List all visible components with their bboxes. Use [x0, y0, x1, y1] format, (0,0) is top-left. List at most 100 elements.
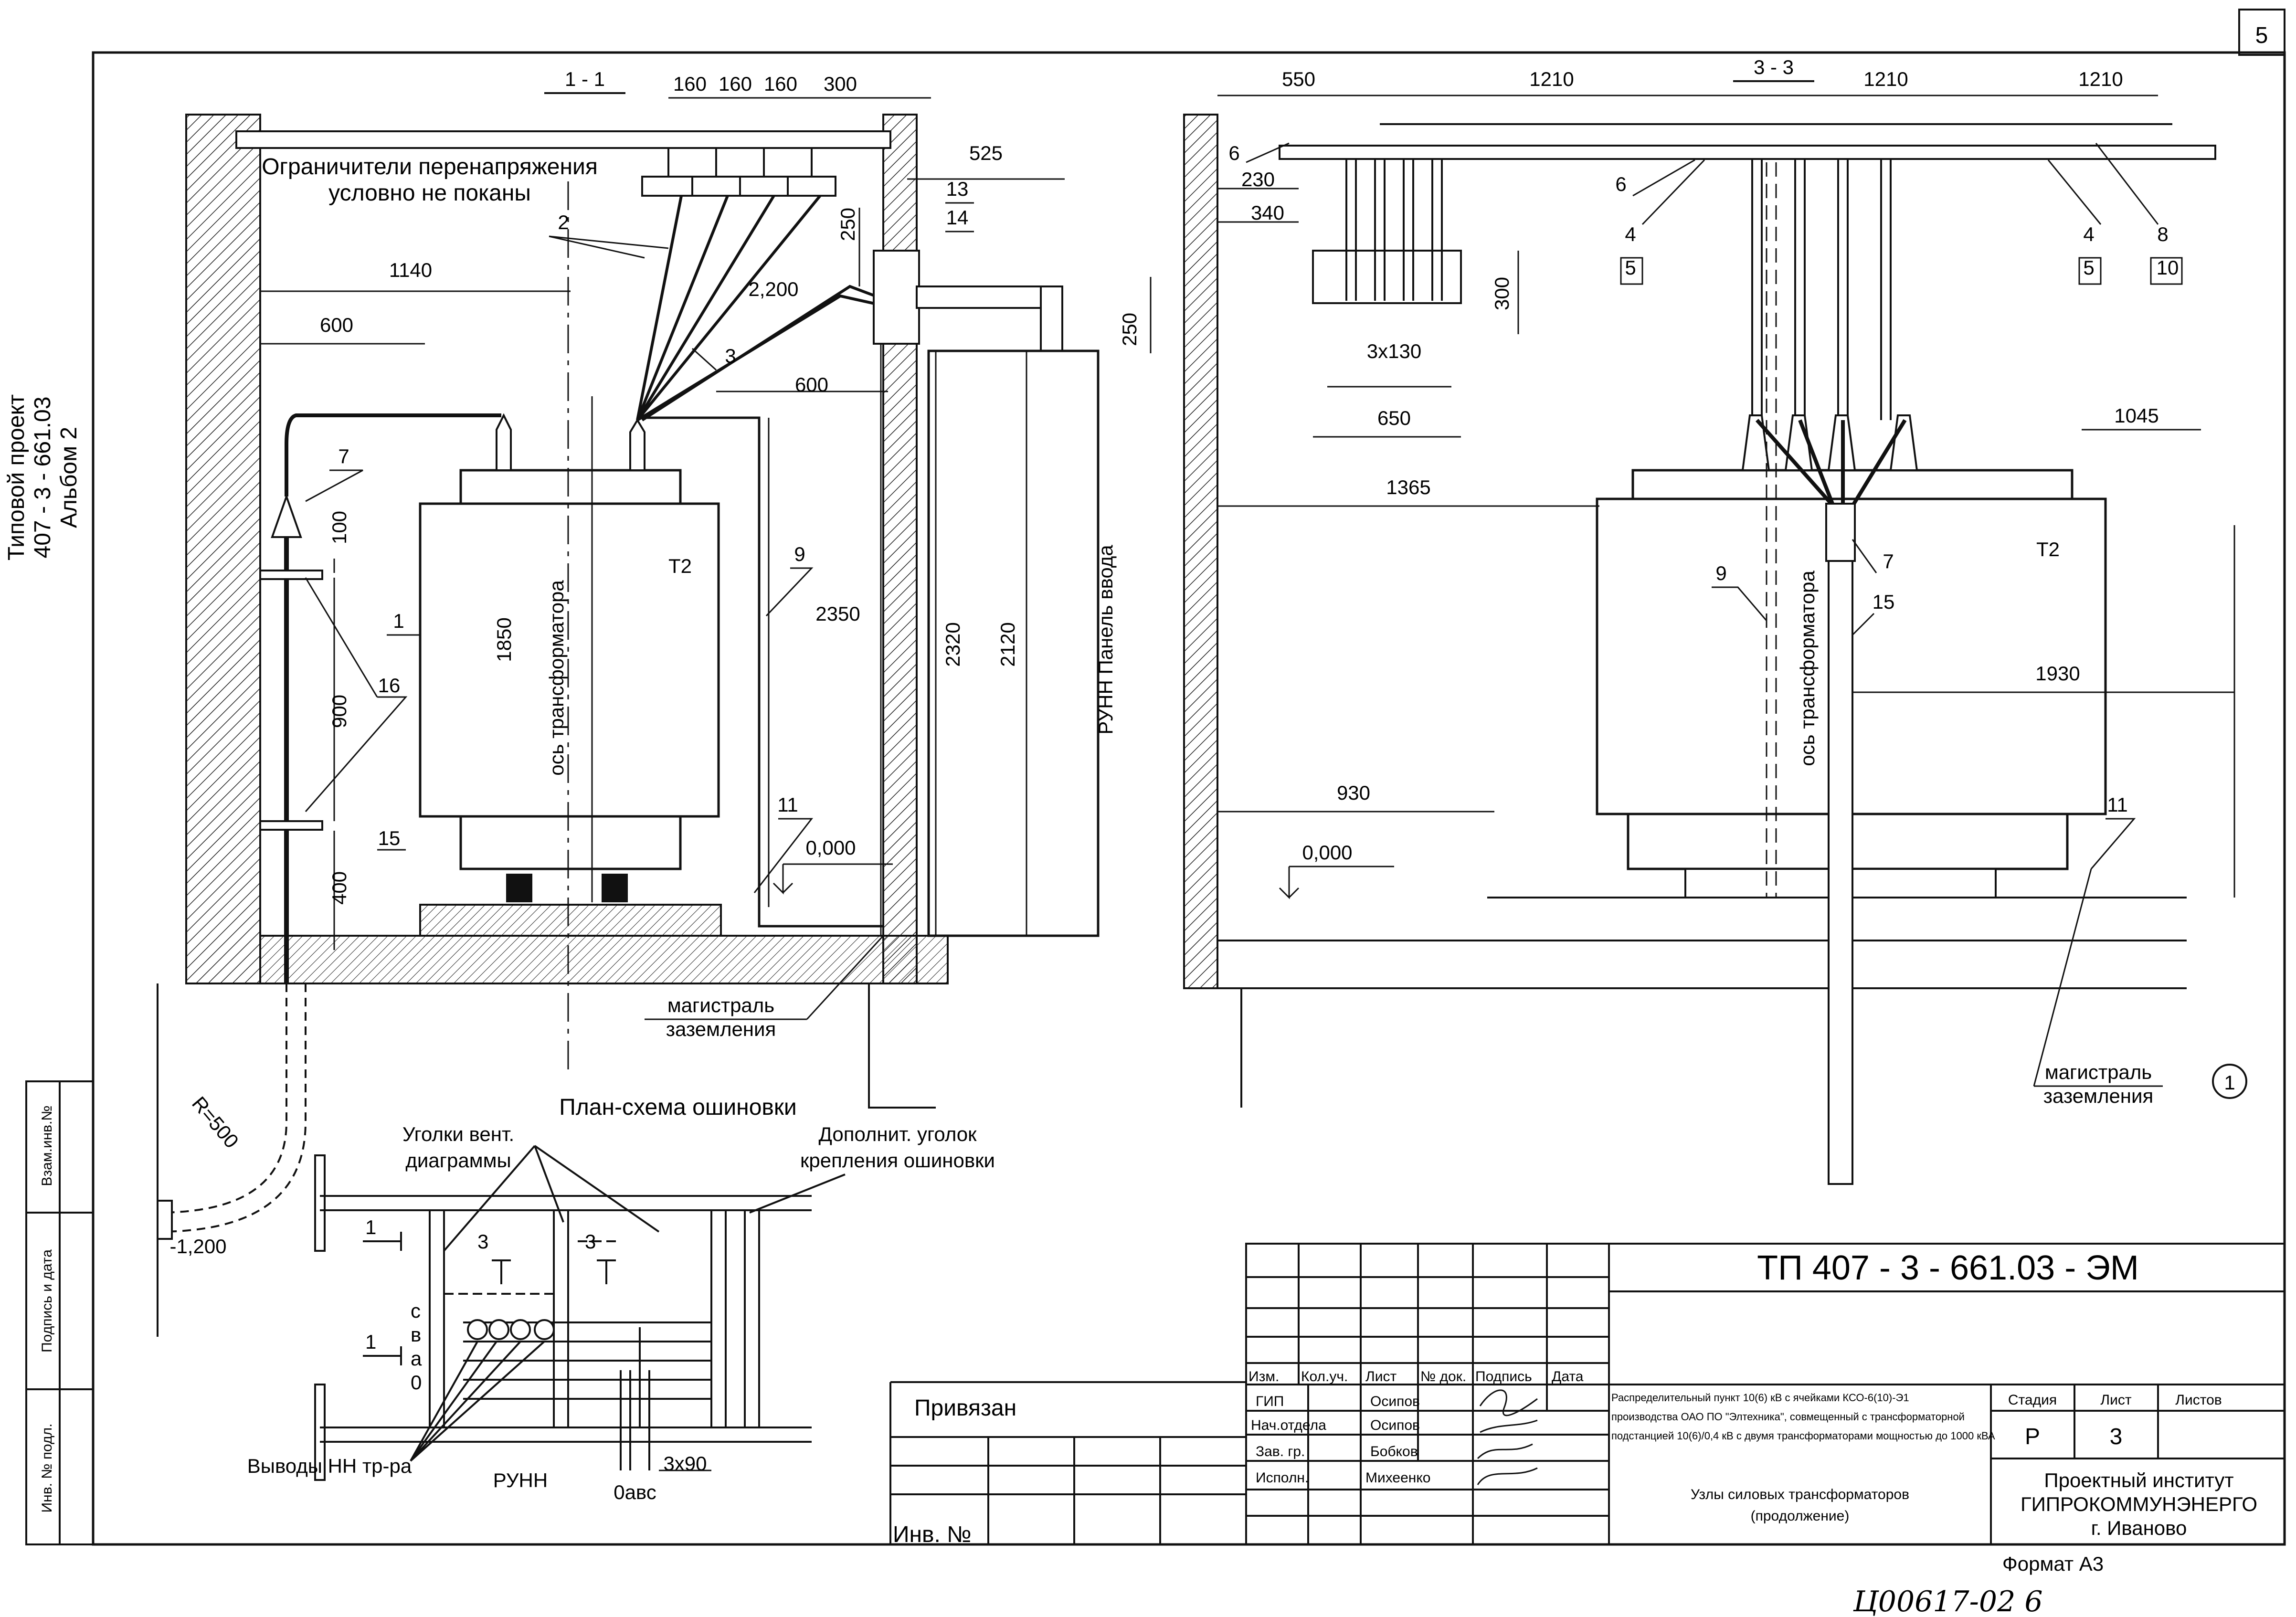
callout-15: 15 — [378, 827, 401, 849]
dim3-1210c: 1210 — [2078, 68, 2123, 90]
desc-line2: производства ОАО ПО "Элтехника", совмеще… — [1611, 1411, 1965, 1423]
org-line2: ГИПРОКОММУНЭНЕРГО — [2021, 1493, 2257, 1515]
name-3: Бобков — [1370, 1444, 1418, 1459]
dim3-930: 930 — [1337, 782, 1370, 804]
head-ndok: № док. — [1420, 1369, 1466, 1384]
left-wall — [185, 114, 261, 984]
dim3-300: 300 — [1491, 277, 1513, 310]
sheets-head: Листов — [2175, 1392, 2222, 1408]
dim3-550: 550 — [1282, 68, 1315, 90]
section-3-3: 3 - 3 Т2 — [1183, 56, 2247, 1185]
lv-output-terminals — [467, 1319, 555, 1340]
cable-bundle-3 — [1825, 503, 1856, 562]
plan-phase-b: в — [411, 1323, 421, 1346]
callout-13: 13 — [946, 178, 969, 200]
dim-160c: 160 — [764, 73, 797, 95]
dim-160a: 160 — [673, 73, 707, 95]
wall-passage — [873, 250, 920, 345]
dim-1140: 1140 — [389, 259, 432, 281]
axis-marker-circle — [2212, 1064, 2247, 1099]
section-1-transformer-label: Т2 — [668, 555, 692, 577]
org-line1: Проектный институт — [2044, 1469, 2233, 1491]
dim3-340: 340 — [1251, 201, 1284, 224]
head-list: Лист — [1365, 1369, 1397, 1384]
side-label-line1: Типовой проект — [4, 394, 29, 560]
sheet-title-line2: (продолжение) — [1751, 1508, 1850, 1524]
wall-3-3 — [1183, 114, 1218, 989]
transformer-base — [459, 815, 682, 870]
right-wall — [882, 114, 918, 984]
sheet-head: Лист — [2100, 1392, 2131, 1408]
callout3-8: 8 — [2157, 223, 2168, 245]
section-1-axis-label: ось трансформатора — [545, 580, 568, 776]
dim-600a: 600 — [320, 314, 353, 336]
dim3-1210b: 1210 — [1863, 68, 1908, 90]
lv-bushing — [629, 418, 645, 471]
plan-cut-1a: 1 — [365, 1216, 376, 1238]
strip-podpis-data: Подпись и дата — [39, 1249, 55, 1353]
dim-2350: 2350 — [815, 602, 860, 625]
plan-phase-0: 0 — [411, 1371, 422, 1394]
dim3-3x130: 3х130 — [1367, 340, 1421, 362]
section-1-ground-line2: заземления — [666, 1018, 776, 1040]
callout3-11: 11 — [2107, 793, 2128, 816]
plan-busbar: План-схема ошиновки Уголки вент. диаграм… — [247, 1095, 995, 1503]
org-line3: г. Иваново — [2091, 1517, 2187, 1539]
lv-busbars — [636, 188, 889, 422]
sheet-number-box — [2238, 9, 2285, 56]
title-block — [889, 1243, 2285, 1545]
name-1: Осипов — [1370, 1394, 1420, 1409]
callout3-6a: 6 — [1228, 142, 1239, 164]
callout3-10: 10 — [2157, 256, 2179, 279]
section-3-transformer-label: Т2 — [2036, 538, 2060, 560]
plan-angles-line1: Уголки вент. — [402, 1123, 514, 1145]
floor-slab — [259, 935, 949, 984]
section-3-dimension-lines — [1217, 95, 2235, 898]
callout-9: 9 — [794, 543, 805, 565]
name-2: Осипов — [1370, 1417, 1420, 1433]
dim-600b: 600 — [795, 373, 828, 396]
left-stamp-strip — [25, 1080, 94, 1545]
plan-0abc-label: 0авс — [614, 1481, 656, 1503]
section-1-title: 1 - 1 — [565, 68, 605, 90]
bus-support-box — [1312, 250, 1462, 304]
dim-100: 100 — [328, 511, 350, 544]
head-kol: Кол.уч. — [1301, 1369, 1348, 1384]
dim-400: 400 — [328, 871, 350, 905]
privyazan: Привязан — [914, 1395, 1016, 1421]
plan-title: План-схема ошиновки — [559, 1095, 796, 1120]
name-4: Михеенко — [1365, 1470, 1431, 1486]
stage-value: Р — [2025, 1424, 2040, 1449]
hv-bushing — [496, 413, 512, 471]
role-1: ГИП — [1256, 1394, 1284, 1409]
sheet-frame — [92, 51, 2286, 1546]
dim-2320: 2320 — [942, 622, 964, 666]
dim-m1200: -1,200 — [169, 1235, 226, 1258]
dim-0000: 0,000 — [805, 836, 856, 859]
dim-2200: 2,200 — [748, 278, 798, 300]
section-1-note-line1: Ограничители перенапряжения — [262, 154, 598, 180]
side-label-line2: 407 - 3 - 661.03 — [30, 397, 55, 559]
callout3-9: 9 — [1715, 562, 1726, 584]
dim-2120: 2120 — [996, 622, 1019, 666]
cable-bend-dashed — [157, 983, 287, 1214]
dim-250a: 250 — [836, 208, 859, 241]
sheet-number: 5 — [2255, 23, 2268, 48]
sheet-value: 3 — [2110, 1424, 2123, 1449]
hv-cable — [285, 413, 501, 497]
dim-160b: 160 — [719, 73, 752, 95]
dim-250b: 250 — [1118, 313, 1141, 346]
section-3-title: 3 - 3 — [1754, 56, 1794, 78]
strip-vzam-inv: Взам.инв.№ — [39, 1105, 55, 1186]
plan-cut-3a: 3 — [477, 1230, 488, 1253]
role-3: Зав. гр. — [1256, 1444, 1305, 1459]
callout-14: 14 — [946, 206, 969, 229]
side-project-label: Типовой проект 407 - 3 - 661.03 Альбом 2 — [4, 394, 82, 560]
plan-angles-line2: диаграммы — [405, 1149, 511, 1172]
callout-11: 11 — [777, 793, 798, 816]
callout3-15: 15 — [1873, 591, 1895, 613]
plan-outputs-label: Выводы НН тр-ра — [247, 1455, 412, 1477]
dim-1850: 1850 — [493, 617, 515, 662]
axis-marker-1: 1 — [2224, 1071, 2235, 1094]
